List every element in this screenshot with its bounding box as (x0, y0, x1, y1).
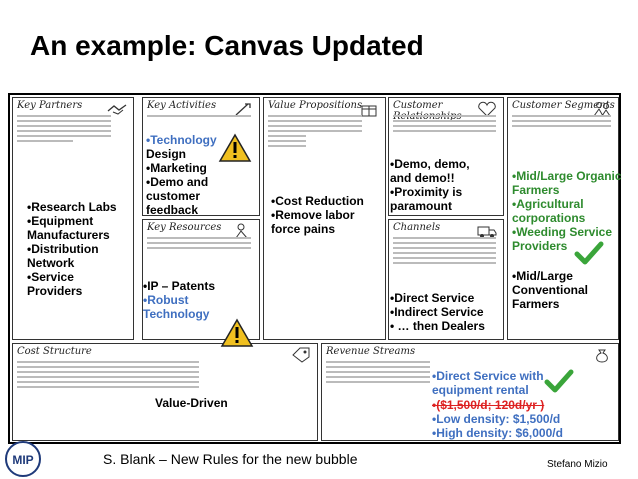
heart-icon (478, 101, 496, 117)
channels-notes: •Direct Service •Indirect Service • … th… (390, 291, 485, 333)
placeholder-lines (147, 112, 252, 120)
relationships-notes: •Demo, demo, and demo!! •Proximity is pa… (390, 157, 470, 213)
placeholder-lines (17, 112, 111, 145)
cost-structure-header: Cost Structure (17, 346, 92, 357)
placeholder-lines (512, 112, 611, 130)
slide-title: An example: Canvas Updated (30, 30, 424, 61)
key-resources-header: Key Resources (147, 222, 222, 233)
money-bag-icon (596, 349, 608, 363)
checkmark-icon (544, 369, 574, 393)
value-propositions-box: Value Propositions (263, 97, 386, 340)
resources-ip: •IP – Patents (143, 279, 216, 293)
warning-icon (218, 133, 252, 162)
handshake-icon (107, 104, 127, 115)
partners-notes: •Research Labs •Equipment Manufacturers … (27, 200, 117, 298)
customer-segments-box: Customer Segments (507, 97, 619, 340)
people-icon (593, 102, 611, 117)
revenue-note-2: •Low density: $1,500/d •High density: $6… (432, 412, 563, 440)
business-model-canvas: Key Partners Key Activities Key Resource… (8, 93, 621, 444)
revenue-note-1: •Direct Service with equipment rental (432, 369, 544, 397)
worker-icon (235, 223, 248, 239)
placeholder-lines (393, 234, 496, 267)
key-partners-header: Key Partners (17, 100, 83, 111)
activities-technology: •Technology (146, 133, 217, 147)
placeholder-lines (326, 358, 430, 386)
value-propositions-header: Value Propositions (268, 100, 363, 111)
placeholder-lines (147, 234, 252, 252)
segments-green-notes: •Mid/Large Organic Farmers •Agricultural… (512, 169, 622, 253)
cost-note: Value-Driven (155, 396, 228, 410)
price-tag-icon (292, 347, 310, 363)
activities-notes: Design •Marketing •Demo and customer fee… (146, 147, 209, 217)
placeholder-lines (17, 358, 200, 391)
warning-icon (220, 318, 254, 347)
value-notes: •Cost Reduction •Remove labor force pain… (271, 194, 364, 236)
resources-technology: •Robust Technology (143, 293, 210, 321)
mip-logo-icon: MIP (5, 441, 41, 477)
footer-citation: S. Blank – New Rules for the new bubble (103, 451, 358, 467)
cost-structure-box: Cost Structure (12, 343, 318, 441)
author-name: Stefano Mizio (547, 459, 608, 470)
key-activities-box: Key Activities (142, 97, 260, 216)
channels-box: Channels (388, 219, 504, 340)
gift-icon (361, 105, 377, 117)
customer-relationships-box: Customer Relationships (388, 97, 504, 216)
channels-header: Channels (393, 222, 441, 233)
key-resources-box: Key Resources (142, 219, 260, 340)
revenue-streams-box: Revenue Streams (321, 343, 619, 441)
tools-icon (235, 103, 251, 116)
placeholder-lines (268, 112, 363, 150)
revenue-note-strike: •($1,500/d; 120d/yr ) (432, 398, 545, 412)
logo-text: MIP (12, 453, 33, 467)
key-partners-box: Key Partners (12, 97, 134, 340)
placeholder-lines (393, 112, 496, 135)
segments-black-notes: •Mid/Large Conventional Farmers (512, 269, 589, 311)
checkmark-icon (574, 241, 604, 265)
customer-segments-header: Customer Segments (512, 100, 615, 111)
key-activities-header: Key Activities (147, 100, 217, 111)
revenue-streams-header: Revenue Streams (326, 346, 416, 357)
